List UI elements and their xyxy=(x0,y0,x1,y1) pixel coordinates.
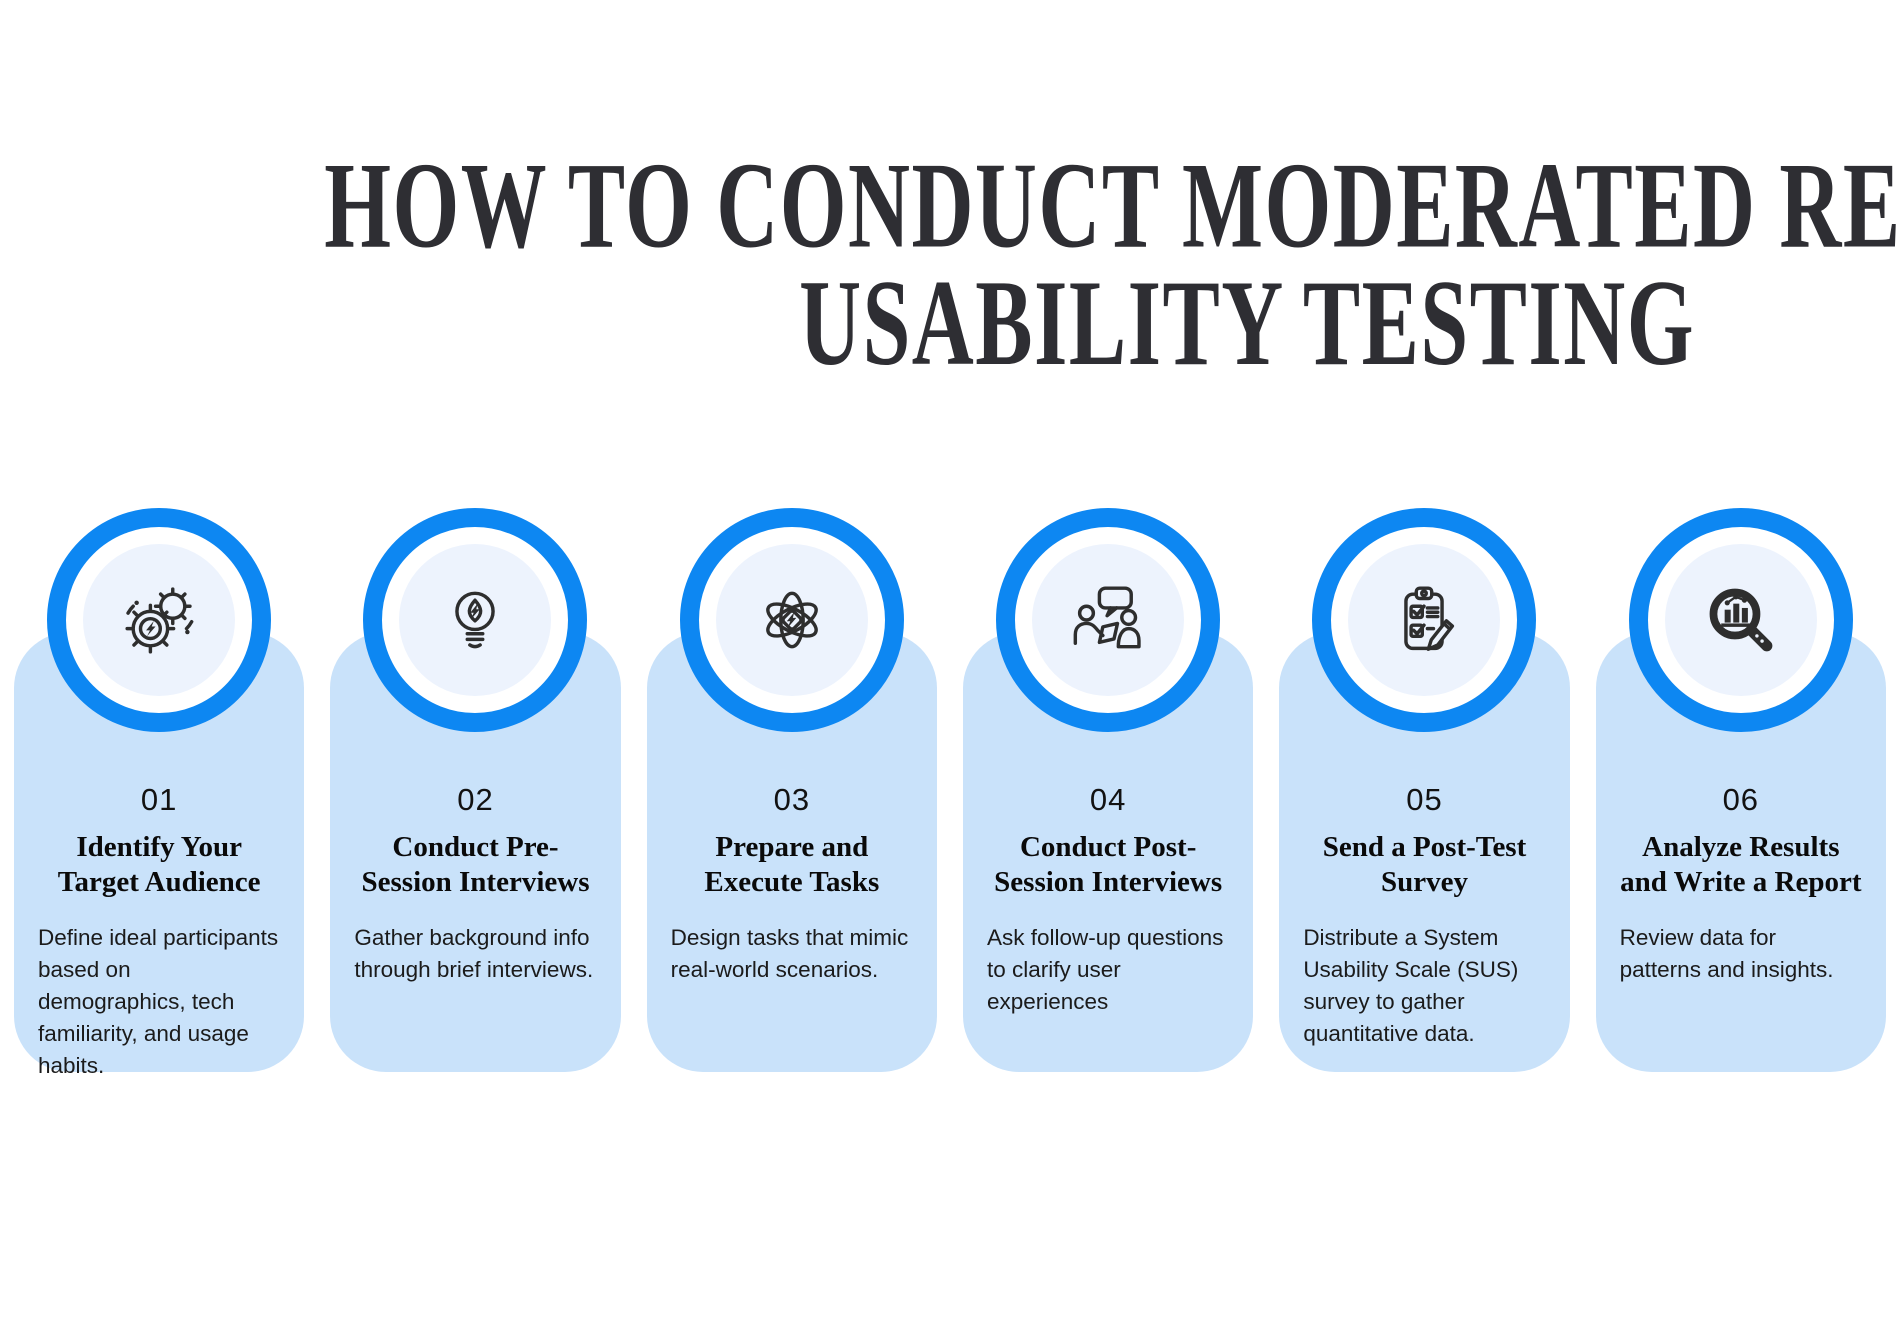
step-5-card: 05 Send a Post-Test Survey Distribute a … xyxy=(1279,632,1570,1072)
people-conversation-icon xyxy=(1073,586,1141,649)
step-6-number: 06 xyxy=(1722,782,1760,817)
step-5: 05 Send a Post-Test Survey Distribute a … xyxy=(1279,508,1570,1072)
step-6-circle xyxy=(1628,508,1853,732)
step-2-number: 02 xyxy=(457,782,494,817)
step-5-number: 05 xyxy=(1406,782,1443,817)
step-5-title: Send a Post-Test Survey xyxy=(1322,831,1527,898)
gears-bolt-icon xyxy=(125,587,194,654)
step-1-circle xyxy=(47,508,272,732)
page-title-line2: USABILITY TESTING xyxy=(799,256,1695,393)
step-3-title: Prepare and Execute Tasks xyxy=(704,831,880,898)
lightbulb-bolt-icon xyxy=(455,591,496,649)
magnifier-chart-icon xyxy=(1709,588,1773,652)
step-4-title: Conduct Post-Session Interviews xyxy=(994,831,1223,898)
step-1-number: 01 xyxy=(140,782,178,817)
step-4: 04 Conduct Post-Session Interviews Ask f… xyxy=(962,508,1254,1072)
step-4-circle xyxy=(996,508,1221,732)
step-2: 02 Conduct Pre-Session Interviews Gather… xyxy=(330,508,621,1072)
step-2-title: Conduct Pre-Session Interviews xyxy=(361,831,590,898)
step-1-title: Identify Your Target Audience xyxy=(57,831,261,898)
step-1-description: Define ideal participants based on demog… xyxy=(38,925,279,1078)
step-5-circle xyxy=(1312,508,1537,732)
step-3-description: Design tasks that mimic real-world scena… xyxy=(670,925,909,982)
step-5-description: Distribute a System Usability Scale (SUS… xyxy=(1303,925,1519,1046)
steps-row: 01 Identify Your Target Audience Define … xyxy=(0,508,1900,1078)
step-6: 06 Analyze Results and Write a Report Re… xyxy=(1595,508,1886,1072)
step-3-circle xyxy=(679,508,904,732)
step-6-title: Analyze Results and Write a Report xyxy=(1620,831,1862,898)
page-title: HOW TO CONDUCT MODERATED REMOTE USABILIT… xyxy=(0,0,1900,386)
step-4-description: Ask follow-up questions to clarify user … xyxy=(986,925,1224,1014)
step-3: 03 Prepare and Execute Tasks Design task… xyxy=(646,508,937,1072)
atom-bolt-icon xyxy=(765,591,818,649)
page-title-line1: HOW TO CONDUCT MODERATED REMOTE xyxy=(324,138,1900,275)
step-2-circle xyxy=(363,508,588,732)
checklist-clipboard-icon xyxy=(1404,586,1455,651)
step-3-number: 03 xyxy=(773,782,811,817)
step-1: 01 Identify Your Target Audience Define … xyxy=(14,508,305,1078)
step-2-description: Gather background info through brief int… xyxy=(354,925,594,982)
step-4-number: 04 xyxy=(1089,782,1127,817)
step-6-description: Review data for patterns and insights. xyxy=(1619,925,1834,982)
